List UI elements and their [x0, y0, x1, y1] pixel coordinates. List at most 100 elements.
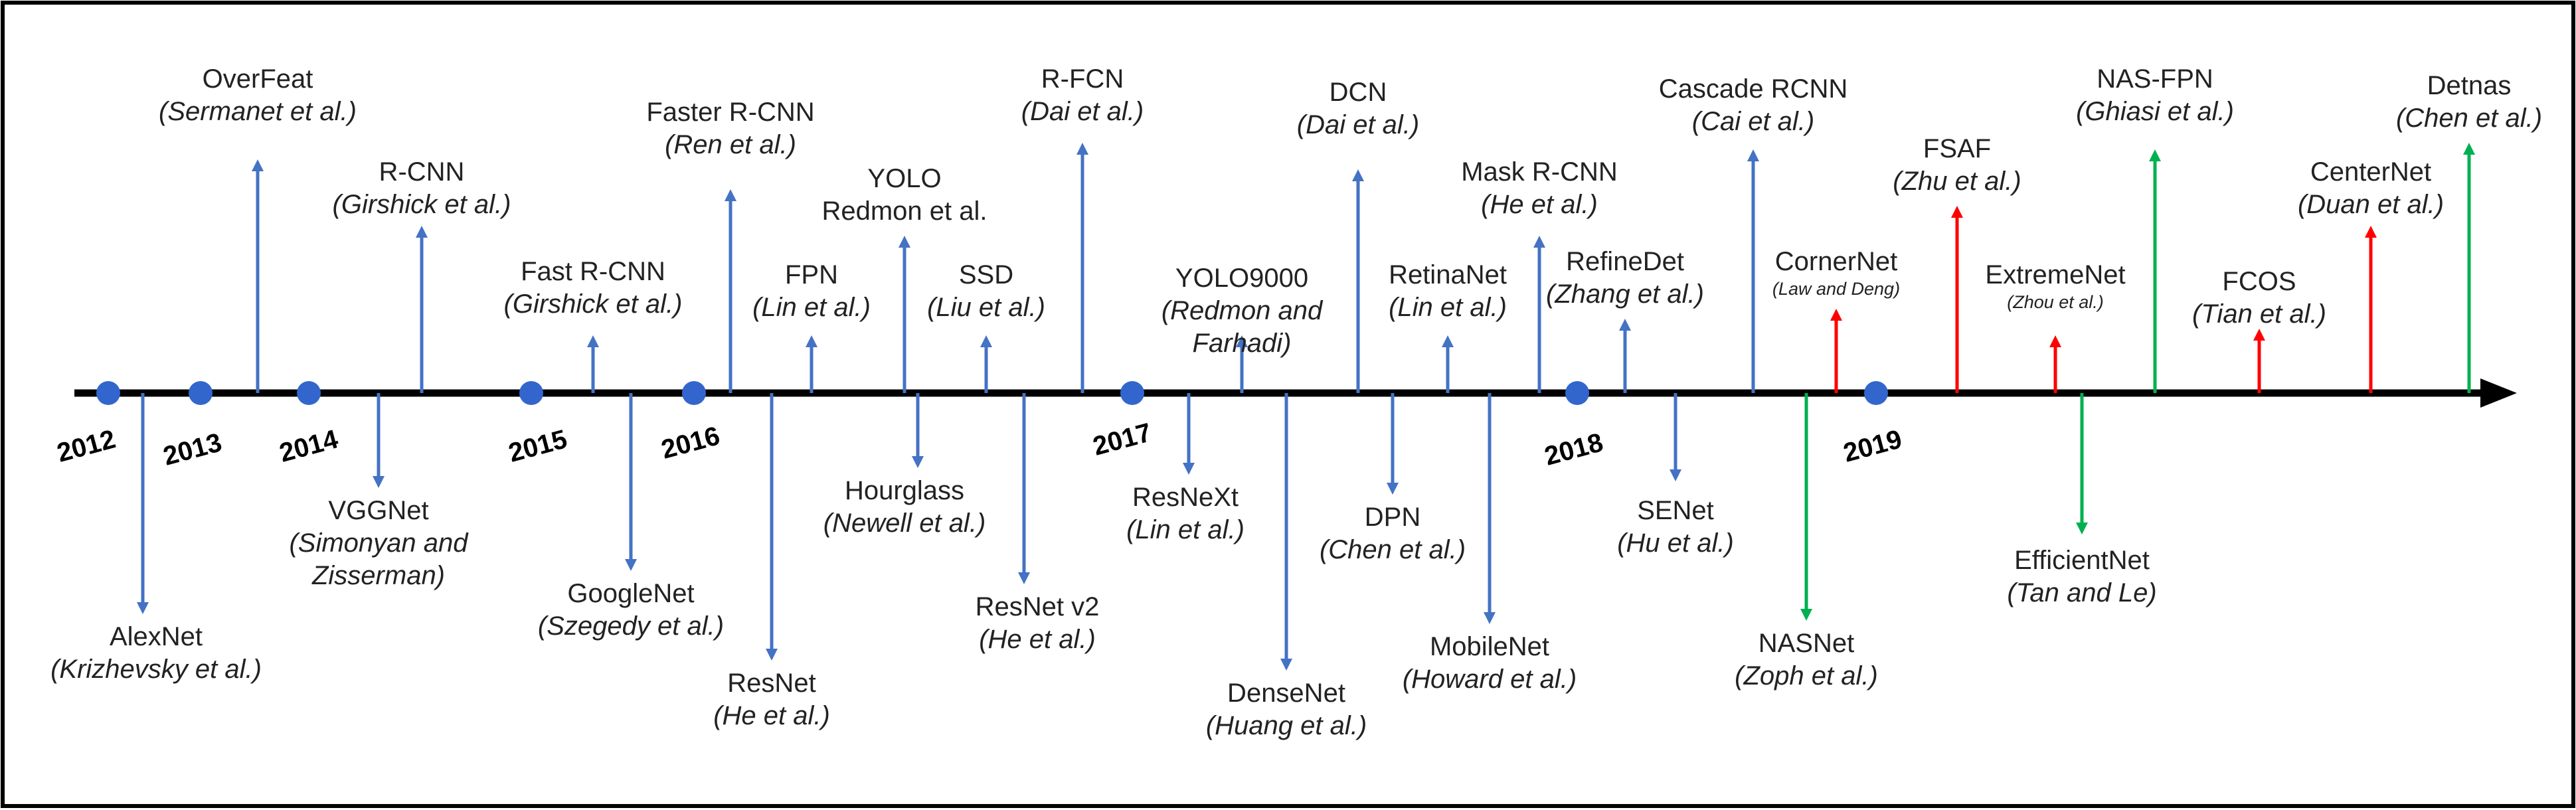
arrow-refinedet: [1619, 319, 1631, 393]
arrow-cornernet: [1830, 309, 1842, 393]
model-label-extremenet: ExtremeNet(Zhou et al.): [1985, 259, 2125, 313]
timeline-arrowhead: [2480, 378, 2517, 408]
arrow-head: [587, 335, 599, 347]
model-arrows: [137, 143, 2475, 671]
model-name: R-CNN: [379, 157, 465, 187]
arrow-head: [2076, 523, 2088, 534]
arrow-head: [416, 226, 428, 238]
arrow-efficientnet: [2076, 393, 2088, 534]
arrow-rcnn: [416, 226, 428, 393]
model-authors: (Lin et al.): [1126, 515, 1245, 544]
model-label-nas-fpn: NAS-FPN(Ghiasi et al.): [2076, 63, 2234, 128]
model-authors-text: Zhou et al.: [2013, 291, 2098, 312]
model-name: EfficientNet: [2014, 546, 2150, 575]
arrow-mobilenet: [1484, 393, 1496, 624]
model-name: FPN: [785, 260, 838, 289]
model-name: Fast R-CNN: [521, 257, 665, 286]
model-authors-text: Girshick et al.: [341, 189, 503, 219]
arrow-ssd: [980, 335, 992, 393]
model-name: VGGNet: [328, 496, 429, 525]
arrow-head: [1619, 319, 1631, 331]
model-label-fast-rcnn: Fast R-CNN(Girshick et al.): [504, 256, 683, 321]
model-authors: (Chen et al.): [2395, 103, 2543, 133]
model-label-r-fcn: R-FCN(Dai et al.): [1021, 63, 1144, 128]
arrow-resnet-v2: [1018, 393, 1030, 584]
model-authors-text: Chen et al.: [2405, 103, 2533, 133]
model-authors-text: Ren et al.: [673, 129, 788, 159]
arrow-head: [980, 335, 992, 347]
arrow-head: [625, 559, 637, 571]
model-name: ResNeXt: [1132, 483, 1239, 512]
year-dot-2016: [682, 381, 706, 405]
arrow-head: [725, 189, 736, 201]
model-authors-text: Szegedy et al.: [547, 611, 715, 641]
model-name: FSAF: [1923, 134, 1992, 163]
year-label: 2017: [1090, 418, 1155, 461]
year-dot-2019: [1864, 381, 1888, 405]
model-label-mobilenet: MobileNet(Howard et al.): [1403, 631, 1577, 696]
arrow-nas-fpn: [2149, 149, 2161, 393]
model-authors-text: Zoph et al.: [1743, 661, 1869, 690]
arrow-head: [1018, 572, 1030, 584]
model-name: SSD: [958, 260, 1014, 289]
arrow-head: [1280, 659, 1292, 671]
model-name: OverFeat: [202, 64, 313, 94]
model-label-dcn: DCN(Dai et al.): [1297, 76, 1420, 141]
model-authors: (Hu et al.): [1617, 528, 1734, 558]
arrow-dcn: [1352, 169, 1364, 393]
model-authors-text: Chen et al.: [1328, 534, 1457, 564]
model-authors: (Howard et al.): [1402, 664, 1577, 694]
arrow-head: [2049, 335, 2061, 347]
arrow-head: [1076, 143, 1088, 155]
model-label-googlenet: GoogleNet(Szegedy et al.): [538, 578, 724, 643]
arrow-extremenet: [2049, 335, 2061, 393]
model-name: RetinaNet: [1389, 260, 1507, 289]
model-authors: (He et al.): [979, 624, 1096, 654]
arrow-yolo: [899, 236, 910, 393]
year-label: 2014: [276, 424, 341, 468]
model-name: Detnas: [2427, 71, 2512, 100]
year-dot-2012: [96, 381, 120, 405]
arrow-head: [806, 335, 817, 347]
arrow-head: [2253, 329, 2265, 341]
year-dots: [96, 381, 1888, 405]
model-authors: (Chen et al.): [1319, 534, 1466, 564]
model-authors: (Sermanet et al.): [159, 96, 357, 126]
arrow-dpn: [1387, 393, 1399, 495]
model-authors-text: He et al.: [722, 700, 821, 730]
arrow-hourglass: [912, 393, 924, 468]
model-authors-text: Zhu et al.: [1901, 166, 2013, 196]
model-authors: (Newell et al.): [823, 508, 986, 538]
model-name: GoogleNet: [567, 579, 695, 608]
arrow-googlenet: [625, 393, 637, 571]
model-label-fsaf: FSAF (Zhu et al.): [1893, 133, 2021, 198]
model-label-faster-rcnn: Faster R-CNN(Ren et al.): [646, 96, 814, 161]
arrow-centernet: [2365, 226, 2377, 393]
arrow-fast-rcnn: [587, 335, 599, 393]
model-name: FCOS: [2222, 267, 2296, 296]
model-authors-text: Liu et al.: [936, 292, 1037, 322]
model-authors-text: Cai et al.: [1701, 106, 1806, 136]
arrow-head: [1352, 169, 1364, 181]
model-name: DCN: [1329, 78, 1387, 107]
arrow-overfeat: [252, 159, 264, 393]
year-label: 2013: [160, 428, 225, 471]
model-authors: (Zhang et al.): [1546, 279, 1704, 309]
arrow-nasnet: [1800, 393, 1812, 621]
model-label-densenet: DenseNet(Huang et al.): [1206, 677, 1367, 742]
arrow-head: [1183, 463, 1195, 475]
model-authors: (He et al.): [713, 700, 830, 730]
model-label-resnet: ResNet(He et al.): [713, 667, 830, 732]
model-authors-continued: Zisserman): [311, 560, 446, 590]
model-authors: (Ren et al.): [665, 129, 796, 159]
model-label-resnet-v2: ResNet v2(He et al.): [976, 591, 1100, 656]
model-authors-text: Newell et al.: [832, 508, 977, 538]
model-authors-text: Lin et al.: [761, 292, 862, 322]
model-authors-text: Hu et al.: [1626, 528, 1725, 558]
model-authors: (Zhu et al.): [1893, 166, 2021, 196]
model-authors-text: Law and Deng: [1778, 278, 1895, 299]
